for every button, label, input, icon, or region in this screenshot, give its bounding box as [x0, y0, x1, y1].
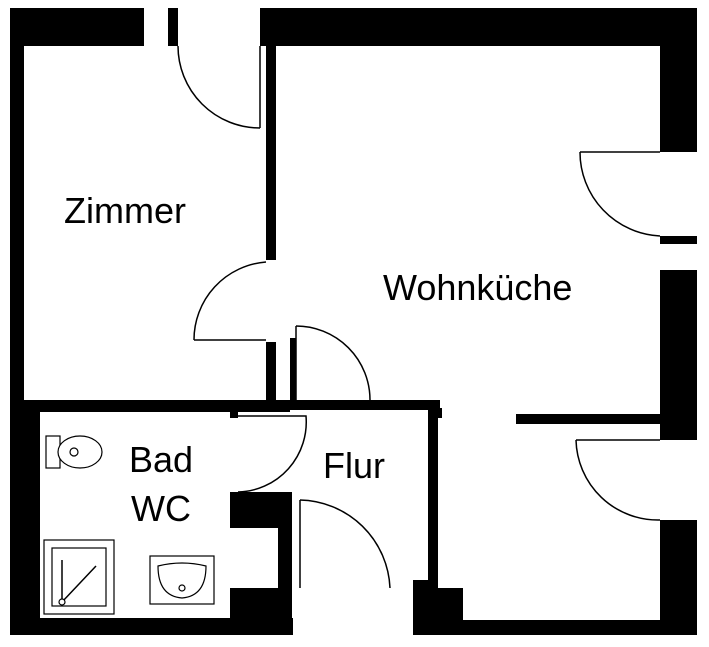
door-right-lower-arc	[575, 439, 661, 521]
toilet-icon	[45, 435, 103, 469]
bathroom-fixtures	[43, 435, 215, 615]
wall-top-left	[10, 8, 144, 46]
wall-flur-left-upper	[290, 338, 296, 410]
door-zimmer-arc	[193, 261, 267, 341]
exterior-walls	[10, 8, 697, 635]
wall-bad-flur-upper	[230, 408, 238, 418]
door-right-upper-arc	[579, 151, 661, 237]
wall-zimmer-wohn-lower	[266, 342, 276, 408]
wall-wohn-divider	[516, 414, 660, 424]
room-label-wc: WC	[131, 488, 191, 529]
shower-tray-icon	[43, 539, 115, 615]
wall-left	[10, 8, 24, 635]
wall-flur-top	[290, 400, 440, 410]
wall-right-lower	[660, 520, 697, 635]
wall-right-mid-b	[660, 270, 697, 440]
door-entrance-arc	[177, 45, 261, 129]
room-label-bad: Bad	[129, 439, 193, 480]
wall-bad-bottom-block	[230, 588, 292, 618]
wall-bottom-left	[10, 618, 293, 635]
room-label-wohnkueche: Wohnküche	[383, 267, 572, 308]
doors	[177, 45, 661, 589]
wall-flur-bottom	[413, 580, 437, 588]
room-labels: Zimmer Wohnküche Bad WC Flur	[64, 190, 572, 529]
wall-flur-right	[428, 408, 438, 588]
door-flur-bottom-arc	[299, 499, 391, 589]
wall-flur-right-cap	[428, 408, 442, 418]
door-bad-arc	[237, 415, 308, 493]
interior-walls	[10, 46, 660, 618]
door-wohn-flur-arc	[295, 325, 371, 401]
wall-zimmer-wohn-upper	[266, 46, 276, 260]
wall-top-right	[260, 8, 697, 46]
wall-bad-inner-left	[24, 408, 40, 618]
wall-right-upper	[660, 8, 697, 152]
room-label-flur: Flur	[323, 445, 385, 486]
wall-top-stub	[168, 8, 178, 46]
wall-zimmer-bad	[10, 400, 290, 412]
wall-bottom-right-b	[463, 620, 697, 635]
room-label-zimmer: Zimmer	[64, 190, 186, 231]
wall-bad-flur-stem	[278, 492, 292, 618]
washbasin-icon	[149, 555, 215, 605]
wall-right-mid-a	[660, 236, 697, 244]
wall-bottom-right	[413, 588, 463, 635]
